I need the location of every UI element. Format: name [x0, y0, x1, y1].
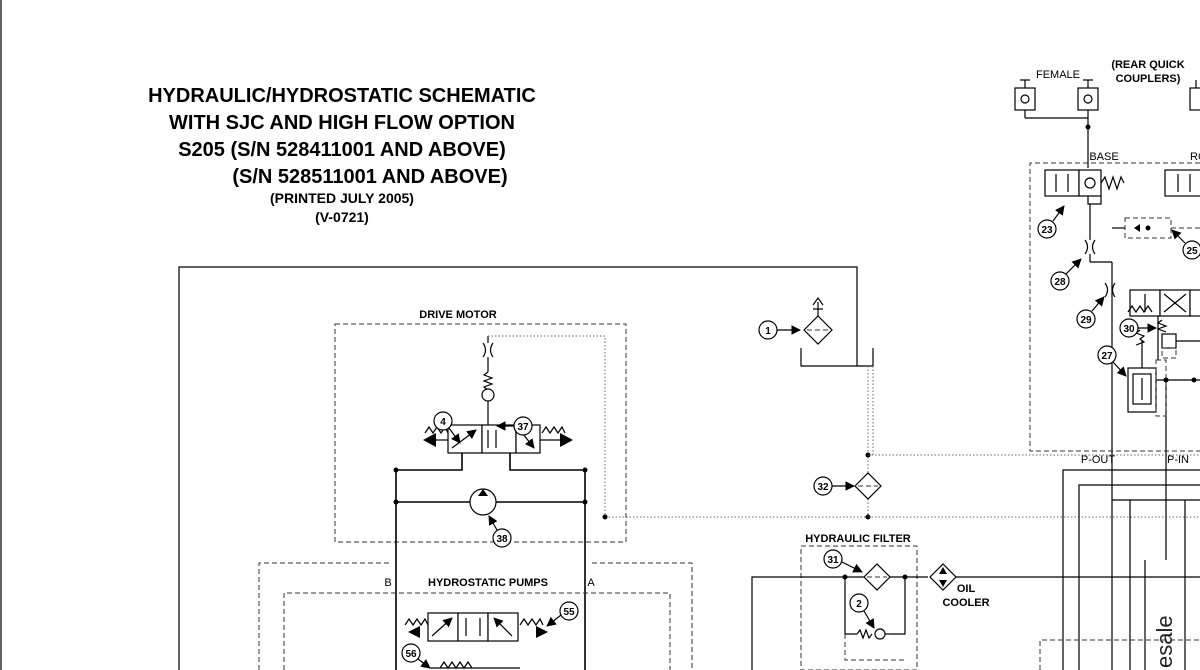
- valve-spring-icon: [1100, 175, 1125, 191]
- version-code: (V-0721): [315, 209, 369, 225]
- female-label: FEMALE: [1036, 69, 1080, 81]
- svg-text:25: 25: [1186, 246, 1198, 257]
- sjc-valve-box: [1029, 162, 1200, 452]
- return-lines: [854, 366, 1200, 520]
- callout-4: 4: [433, 411, 461, 444]
- right-supply-lines: [1039, 451, 1200, 670]
- svg-text:38: 38: [496, 534, 508, 545]
- title-line-1: HYDRAULIC/HYDROSTATIC SCHEMATIC: [148, 85, 536, 107]
- spring-icon: [482, 371, 494, 391]
- drive-motor-box: [334, 323, 627, 543]
- svg-text:37: 37: [517, 422, 529, 433]
- title-line-3: S205 (S/N 528411001 AND ABOVE): [178, 139, 506, 161]
- callout-1: 1: [758, 320, 801, 340]
- base-label: BASE: [1089, 151, 1118, 163]
- spring-right-icon: [541, 425, 566, 435]
- svg-text:56: 56: [405, 649, 417, 660]
- hydraulic-filter-group: HYDRAULIC FILTER OIL COOLER: [751, 533, 1200, 670]
- pump-spring-left-icon: [404, 617, 429, 627]
- callout-32: 32: [813, 476, 855, 496]
- p-out-label: P-OUT: [1081, 454, 1116, 466]
- callout-30: 30: [1119, 318, 1157, 338]
- svg-text:55: 55: [563, 607, 575, 618]
- svg-text:1: 1: [765, 326, 771, 337]
- check-valve-icon: [481, 388, 495, 402]
- bypass-check-icon: [874, 628, 886, 640]
- title-line-4: (S/N 528511001 AND ABOVE): [232, 166, 507, 188]
- drive-motor-label: DRIVE MOTOR: [419, 309, 496, 321]
- title-line-2: WITH SJC AND HIGH FLOW OPTION: [169, 112, 515, 134]
- callout-27: 27: [1097, 345, 1127, 377]
- hydraulic-filter-label: HYDRAULIC FILTER: [805, 533, 911, 545]
- callout-28: 28: [1050, 258, 1082, 291]
- rear-couplers-group: FEMALE (REAR QUICK COUPLERS): [1014, 59, 1200, 168]
- callout-37: 37: [496, 416, 533, 436]
- callout-29: 29: [1076, 296, 1105, 329]
- svg-text:30: 30: [1123, 324, 1135, 335]
- svg-text:32: 32: [817, 482, 829, 493]
- port-a-label: A: [587, 577, 595, 589]
- rear-quick-label: (REAR QUICK: [1111, 59, 1184, 71]
- svg-text:31: 31: [827, 555, 839, 566]
- svg-text:2: 2: [856, 599, 862, 610]
- svg-text:28: 28: [1054, 277, 1066, 288]
- callout-31: 31: [823, 549, 863, 573]
- oil-label: OIL: [957, 583, 976, 595]
- callout-38: 38: [488, 515, 512, 548]
- couplers-label: COUPLERS): [1116, 73, 1181, 85]
- callout-55: 55: [546, 601, 579, 627]
- sjc-valve-group: BASE ROD: [1029, 151, 1200, 466]
- port-b-label: B: [384, 577, 391, 589]
- callout-2: 2: [849, 593, 875, 629]
- printed-date: (PRINTED JULY 2005): [270, 190, 414, 206]
- bypass-spring-icon: [856, 628, 873, 640]
- hydraulic-filter-box: [800, 545, 918, 670]
- callout-56: 56: [401, 643, 431, 669]
- svg-text:27: 27: [1101, 351, 1113, 362]
- rod-label: ROD: [1190, 151, 1200, 163]
- drive-motor-group: DRIVE MOTOR: [334, 309, 868, 670]
- reservoir-tank: [800, 348, 874, 367]
- svg-text:29: 29: [1080, 315, 1092, 326]
- watermark-text: esale: [1152, 615, 1177, 668]
- svg-text:23: 23: [1041, 225, 1053, 236]
- cooler-label: COOLER: [942, 597, 989, 609]
- tank-line: [178, 266, 874, 670]
- pump-spring-right-icon: [519, 617, 544, 627]
- title-block: HYDRAULIC/HYDROSTATIC SCHEMATIC WITH SJC…: [148, 85, 536, 225]
- hydrostatic-pumps-group: B A HYDROSTATIC PUMPS: [258, 562, 693, 670]
- hydrostatic-pumps-label: HYDROSTATIC PUMPS: [428, 577, 548, 589]
- callout-25: 25: [1171, 229, 1200, 260]
- callout-23: 23: [1037, 205, 1065, 239]
- p-in-label: P-IN: [1167, 454, 1189, 466]
- svg-text:4: 4: [440, 417, 446, 428]
